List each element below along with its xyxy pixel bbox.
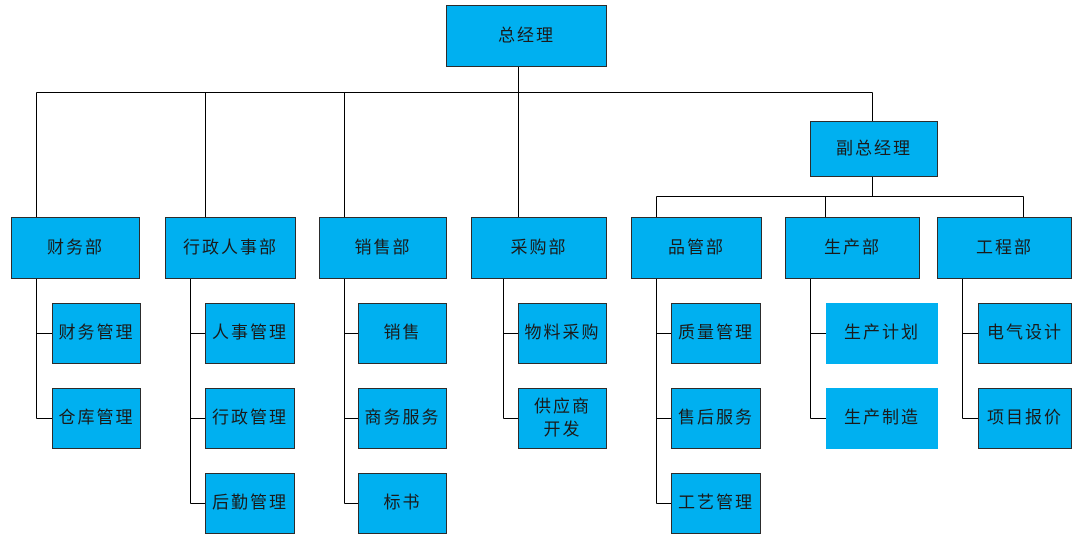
general-manager-box: 总经理 (446, 5, 607, 67)
unit-label: 电气设计 (987, 323, 1063, 344)
unit-production-manufacturing: 生产制造 (826, 388, 938, 449)
unit-label: 生产制造 (844, 408, 920, 429)
dept-production-label: 生产部 (824, 237, 881, 258)
unit-electrical-design: 电气设计 (978, 303, 1072, 364)
dept-finance: 财务部 (11, 217, 140, 279)
unit-supplier-development: 供应商开发 (518, 388, 607, 449)
dept-engineering: 工程部 (937, 217, 1072, 279)
unit-label: 财务管理 (58, 323, 135, 344)
unit-label: 行政管理 (212, 408, 288, 429)
unit-production-planning: 生产计划 (826, 303, 938, 364)
dept-sales: 销售部 (319, 217, 447, 279)
general-manager-label: 总经理 (498, 25, 555, 46)
unit-process-management: 工艺管理 (671, 473, 761, 534)
unit-project-quotation: 项目报价 (978, 388, 1072, 449)
unit-label: 售后服务 (678, 408, 754, 429)
unit-label: 后勤管理 (212, 493, 288, 514)
unit-quality-management: 质量管理 (671, 303, 761, 364)
dept-purchasing-label: 采购部 (510, 237, 568, 258)
unit-finance-management: 财务管理 (52, 303, 141, 364)
dept-quality-label: 品管部 (668, 237, 725, 258)
unit-warehouse-management: 仓库管理 (52, 388, 141, 449)
unit-business-service: 商务服务 (358, 388, 447, 449)
unit-label: 项目报价 (987, 408, 1063, 429)
dept-admin-hr: 行政人事部 (165, 217, 296, 279)
deputy-general-manager-label: 副总经理 (836, 138, 912, 159)
unit-material-procurement: 物料采购 (518, 303, 607, 364)
unit-label: 生产计划 (844, 323, 920, 344)
dept-quality: 品管部 (631, 217, 762, 279)
deputy-general-manager-box: 副总经理 (810, 121, 938, 177)
unit-tender: 标书 (358, 473, 447, 534)
unit-label: 商务服务 (364, 408, 441, 429)
unit-label: 物料采购 (524, 323, 601, 344)
unit-label: 仓库管理 (58, 408, 135, 429)
dept-purchasing: 采购部 (471, 217, 607, 279)
unit-label: 工艺管理 (678, 493, 754, 514)
unit-label: 人事管理 (212, 323, 288, 344)
unit-after-sales-service: 售后服务 (671, 388, 761, 449)
dept-admin-hr-label: 行政人事部 (183, 237, 278, 258)
dept-engineering-label: 工程部 (976, 237, 1033, 258)
dept-finance-label: 财务部 (47, 237, 104, 258)
unit-label: 质量管理 (678, 323, 754, 344)
unit-label: 销售 (383, 323, 422, 344)
dept-production: 生产部 (785, 217, 920, 279)
unit-label: 供应商开发 (534, 396, 591, 440)
unit-logistics-management: 后勤管理 (205, 473, 295, 534)
unit-hr-management: 人事管理 (205, 303, 295, 364)
unit-sales: 销售 (358, 303, 447, 364)
dept-sales-label: 销售部 (354, 237, 412, 258)
unit-admin-management: 行政管理 (205, 388, 295, 449)
unit-label: 标书 (383, 493, 422, 514)
